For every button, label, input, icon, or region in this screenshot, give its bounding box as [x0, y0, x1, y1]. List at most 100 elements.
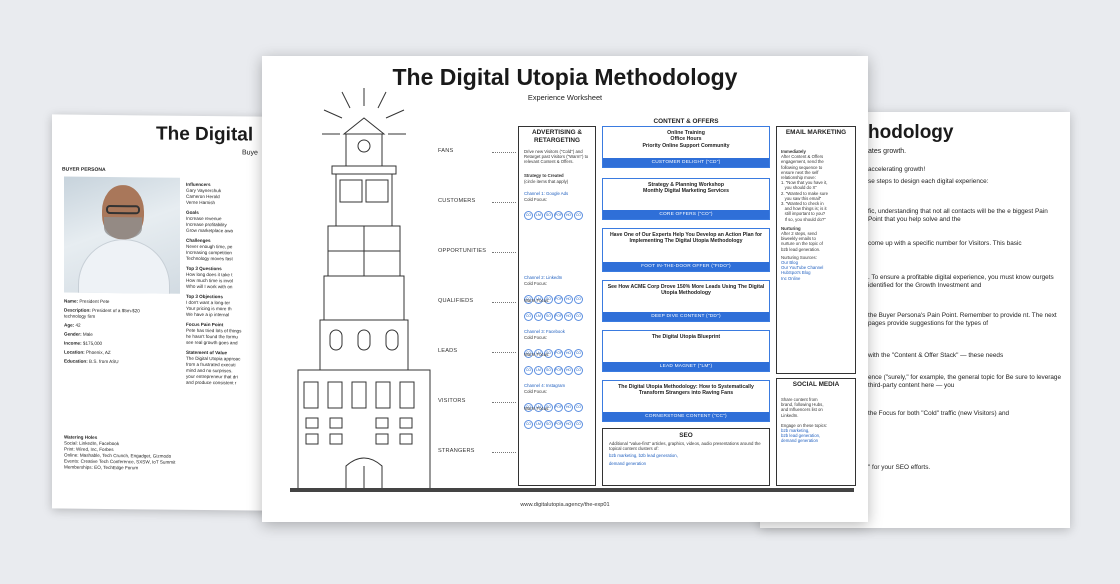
offer-code-circle[interactable]: SO — [544, 349, 553, 358]
offer-code-circle[interactable]: SO — [544, 403, 553, 412]
strategy-label: Strategy to Created — [524, 173, 564, 178]
nurturing-line: After 2 steps, send — [781, 231, 817, 237]
email-line: 1. "Now that you have it, — [781, 180, 828, 186]
watering-holes: Watering Holes Social: LinkedIn, Faceboo… — [64, 435, 175, 472]
offer-code-circle[interactable]: HO — [564, 403, 573, 412]
social-line[interactable]: b2b lead generation, — [781, 433, 821, 439]
warm-focus-label: Warm Focus: — [524, 406, 550, 411]
persona-field-value: B.S. from ASU — [89, 358, 119, 365]
intro-paragraph: with the "Content & Offer Stack" — these… — [868, 352, 1004, 359]
offer-code-circle[interactable]: HO — [564, 349, 573, 358]
offer-code-circle[interactable]: POF — [554, 349, 563, 358]
offer-code-circle[interactable]: SO — [544, 420, 553, 429]
offer-code-circle[interactable]: POF — [554, 211, 563, 220]
offer-type-bar: CUSTOMER DELIGHT ("CD") — [603, 158, 769, 167]
worksheet-footer-url: www.digitalutopia.agency/the-exp01 — [520, 502, 610, 508]
seo-heading: SEO — [679, 432, 693, 439]
persona-field-label: Income: — [64, 340, 82, 346]
persona-field-value: Phoenix, AZ — [85, 349, 111, 356]
offer-code-circle[interactable]: CO — [574, 295, 583, 304]
nurturing-line: nurture on the topic of — [781, 241, 823, 247]
email-line: 3. "Wanted to check in — [781, 201, 824, 207]
nurturing-line: b2b lead generation. — [781, 246, 821, 252]
social-line[interactable]: demand generation — [781, 438, 819, 444]
offer-code-circle[interactable]: LM — [534, 312, 543, 321]
email-line: 2. "Wanted to make sure — [781, 190, 828, 196]
offer-type-bar: LEAD MAGNET ("LM") — [603, 362, 769, 371]
offer-code-circle[interactable]: CO — [574, 420, 583, 429]
persona-field: Name: President Pete — [64, 299, 109, 304]
persona-field-value: technology firm — [64, 313, 96, 319]
offer-code-circle[interactable]: HO — [564, 312, 573, 321]
stage-connector — [492, 452, 516, 453]
persona-field-value: President of a $5m-$20 — [92, 307, 140, 314]
offer-code-circle[interactable]: CO — [524, 403, 533, 412]
offer-code-circle[interactable]: POF — [554, 420, 563, 429]
intro-page-subtitle: ates growth. — [868, 148, 907, 155]
offer-title: The Digital Utopia Blueprint — [651, 334, 721, 340]
offer-code-circle[interactable]: LM — [534, 349, 543, 358]
stage-connector — [492, 402, 516, 403]
offer-code-circle[interactable]: POF — [554, 366, 563, 375]
seo-link[interactable]: b2b marketing, b2b lead generation, — [609, 453, 678, 459]
offer-code-circle[interactable]: POF — [554, 295, 563, 304]
offer-code-circle[interactable]: HO — [564, 366, 573, 375]
offer-code-circle[interactable]: LM — [534, 366, 543, 375]
offer-code-circle[interactable]: CO — [574, 403, 583, 412]
persona-field-value: $175,000 — [82, 340, 103, 346]
nurturing-source-link[interactable]: Our Blog — [781, 260, 798, 266]
channel-name: Channel 3: Facebook — [524, 329, 565, 334]
offer-code-circle[interactable]: HO — [564, 211, 573, 220]
ground-line — [290, 488, 854, 492]
offer-code-circle[interactable]: HO — [564, 295, 573, 304]
seo-link[interactable]: demand generation — [609, 460, 647, 466]
offer-code-circle[interactable]: CO — [524, 366, 533, 375]
social-line[interactable]: b2b marketing, — [781, 428, 810, 434]
intro-paragraph: . To ensure a profitable digital experie… — [868, 274, 1054, 289]
offer-code-circle[interactable]: CO — [524, 349, 533, 358]
offer-code-circle[interactable]: HO — [564, 420, 573, 429]
nurturing-source-link[interactable]: Inc Online — [781, 275, 801, 281]
advertising-column: ADVERTISING & RETARGETING Drive new Visi… — [518, 126, 596, 486]
cold-focus-label: Cold Focus: — [524, 335, 547, 340]
experience-worksheet-page: The Digital Utopia Methodology Experienc… — [262, 56, 868, 522]
persona-field-label: Location: — [64, 349, 85, 355]
offer-code-circle[interactable]: CO — [524, 295, 533, 304]
offer-code-circle[interactable]: CO — [524, 420, 533, 429]
offer-code-circle[interactable]: CO — [524, 211, 533, 220]
stage-connector — [492, 252, 516, 253]
offer-code-circle[interactable]: LM — [534, 420, 543, 429]
offer-code-circle[interactable]: CO — [574, 366, 583, 375]
persona-field-label: Description: — [64, 307, 91, 313]
offer-code-circle[interactable]: LM — [534, 295, 543, 304]
persona-field: Location: Phoenix, AZ — [64, 350, 111, 355]
offer-code-circle[interactable]: POF — [554, 403, 563, 412]
offer-code-circle[interactable]: CO — [574, 211, 583, 220]
offer-code-circle[interactable]: POF — [554, 312, 563, 321]
offer-code-circle[interactable]: SO — [544, 366, 553, 375]
stage-label: LEADS — [438, 348, 458, 354]
nurturing-heading: Nurturing — [781, 225, 801, 231]
seo-text: Additional "value-first" articles, graph… — [609, 441, 761, 452]
offer-type-bar: FOOT IN-THE-DOOR OFFER ("FIDO") — [603, 262, 769, 271]
offer-code-circle[interactable]: CO — [574, 312, 583, 321]
offer-code-circle[interactable]: SO — [544, 211, 553, 220]
offer-code-circle[interactable]: SO — [544, 312, 553, 321]
buyer-persona-heading: BUYER PERSONA — [62, 166, 106, 173]
offer-code-circle[interactable]: SO — [544, 295, 553, 304]
offer-code-circle[interactable]: CO — [574, 349, 583, 358]
offer-code-circle[interactable]: LM — [534, 403, 543, 412]
offer-code-circle[interactable]: CO — [524, 312, 533, 321]
nurturing-source-link[interactable]: HubSpot's Blog — [781, 270, 811, 276]
offer-code-circle[interactable]: LM — [534, 211, 543, 220]
intro-paragraph: fic, understanding that not all contacts… — [868, 208, 1048, 223]
nurturing-source-link[interactable]: Our YouTube Channel — [781, 265, 824, 271]
